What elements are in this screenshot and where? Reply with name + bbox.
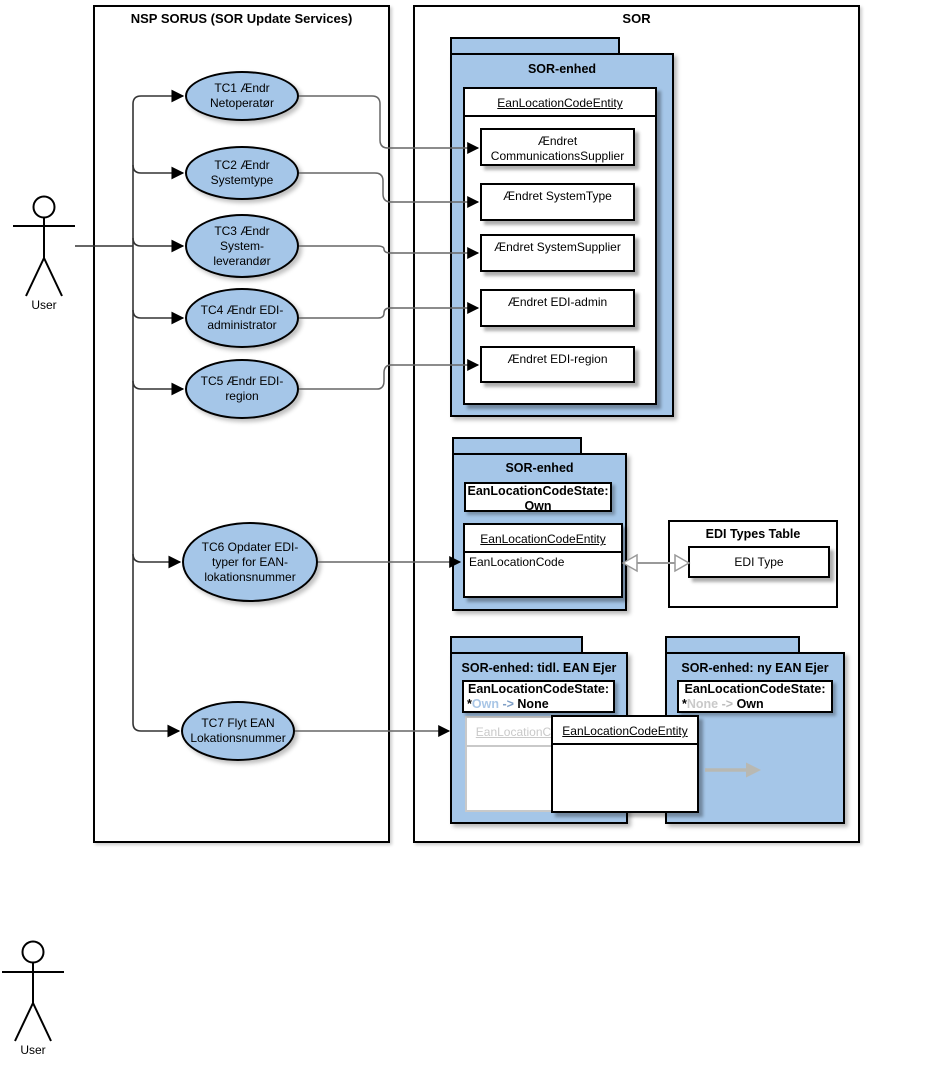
usecase-tc5: TC5 Ændr EDI-region [185,359,299,419]
usecase-tc2: TC2 Ændr Systemtype [185,146,299,200]
event-box-system-type: Ændret SystemType [480,183,635,221]
entity-class-box-mid: EanLocationCodeEntity EanLocationCode [463,523,623,598]
usecase-tc7: TC7 Flyt EAN Lokationsnummer [181,701,295,761]
state-transition: *Own -> None [464,697,613,712]
left-panel-title: NSP SORUS (SOR Update Services) [130,11,353,26]
entity-attr-eanlocationcode: EanLocationCode [469,555,565,569]
actor-bottom-figure [2,940,64,1042]
moved-entity-class-box: EanLocationCodeEntity [551,715,699,813]
state-prefix: * [467,697,472,711]
usecase-tc3: TC3 Ændr System-leverandør [185,214,299,278]
state-from: Own [471,697,499,711]
package-new-owner-title: SOR-enhed: ny EAN Ejer [681,661,829,675]
package-sor-enhed-top-title: SOR-enhed [527,62,597,76]
actor-top-label: User [31,298,57,312]
state-arrow: -> [721,697,734,711]
state-value: Own [524,499,552,513]
state-label: EanLocationCodeState: [467,484,609,498]
actor-bottom-label: User [20,1043,46,1057]
event-box-edi-admin: Ændret EDI-admin [480,289,635,327]
moved-entity-header: EanLocationCodeEntity [553,717,697,745]
state-box-new-owner: EanLocationCodeState: *None -> Own [677,680,833,713]
event-box-system-supplier: Ændret SystemSupplier [480,234,635,272]
event-box-communications-supplier: Ændret CommunicationsSupplier [480,128,635,166]
edi-type-box: EDI Type [688,546,830,578]
state-prefix: * [682,697,687,711]
package-sor-enhed-mid-title: SOR-enhed [505,461,574,475]
state-to: Own [736,697,764,711]
state-arrow: -> [502,697,514,711]
entity-class-header-mid: EanLocationCodeEntity [465,525,621,553]
actor-top-figure [13,195,75,297]
state-label: EanLocationCodeState: [684,682,826,696]
edi-types-table-title: EDI Types Table [705,527,801,541]
edi-type-label: EDI Type [734,555,784,569]
state-from: None [686,697,719,711]
state-to: None [517,697,549,711]
state-box-prev-owner: EanLocationCodeState: *Own -> None [462,680,615,713]
usecase-tc4: TC4 Ændr EDI-administrator [185,288,299,348]
state-transition: *None -> Own [679,697,831,712]
state-label: EanLocationCodeState: [468,682,609,696]
state-box-own: EanLocationCodeState: Own [464,482,612,513]
package-prev-owner-title: SOR-enhed: tidl. EAN Ejer [461,661,617,675]
event-box-edi-region: Ændret EDI-region [480,346,635,383]
right-panel-title: SOR [622,11,651,26]
usecase-tc1: TC1 Ændr Netoperatør [185,71,299,121]
entity-class-header-top: EanLocationCodeEntity [465,89,655,117]
usecase-tc6: TC6 Opdater EDI-typer for EAN-lokationsn… [182,522,318,602]
